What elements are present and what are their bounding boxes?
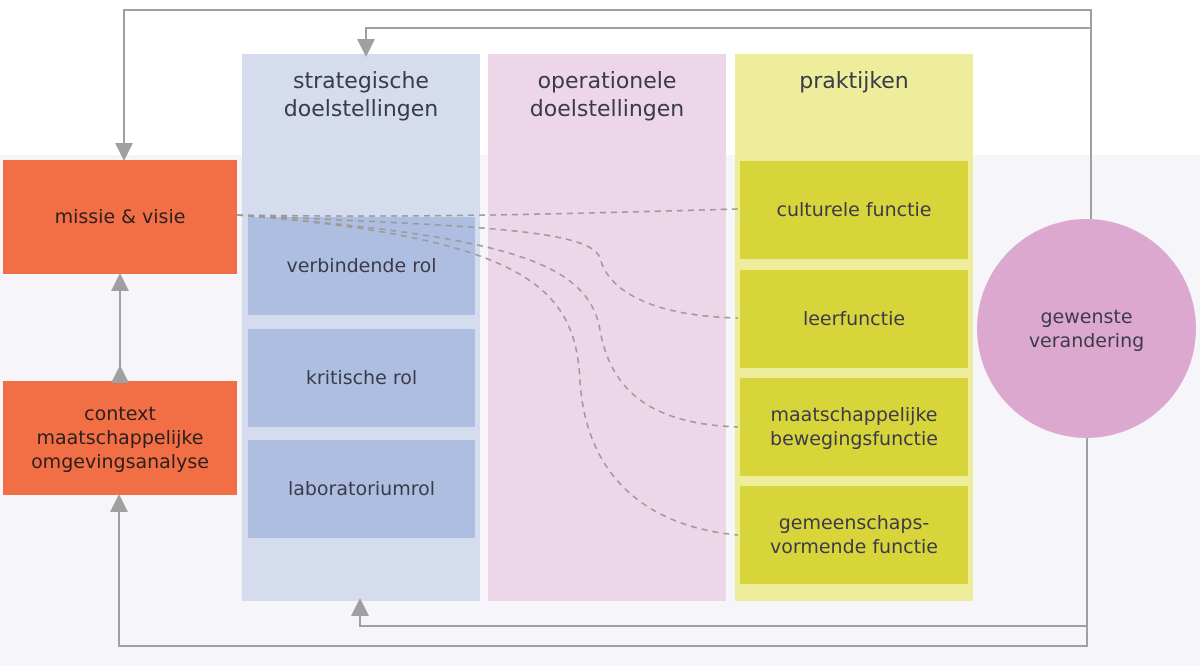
feedback-arrow-to-strategic: [357, 27, 1091, 57]
desired-change-circle: gewenste verandering: [977, 219, 1196, 438]
column-operational: operationele doelstellingen: [488, 54, 726, 601]
role-verbindende: verbindende rol: [248, 217, 475, 315]
link-mission-gemeenschaps: [236, 214, 739, 536]
column-practices-heading: praktijken: [799, 69, 909, 94]
context-box: context maatschappelijke omgevingsanalys…: [3, 381, 237, 495]
column-operational-heading: operationele doelstellingen: [529, 69, 685, 122]
link-mission-culturele: [236, 208, 739, 217]
feedback-arrow-to-context: [110, 438, 1088, 647]
link-mission-leer: [236, 214, 739, 319]
role-laboratorium: laboratoriumrol: [248, 440, 475, 538]
function-culturele: culturele functie: [740, 161, 968, 259]
function-bewegings: maatschappelijke bewegingsfunctie: [740, 378, 968, 476]
column-strategic-heading: strategische doelstellingen: [283, 69, 439, 122]
function-gemeenschaps: gemeenschaps- vormende functie: [740, 486, 968, 584]
mission-vision-box: missie & visie: [3, 160, 237, 274]
feedback-arrow-to-mission: [115, 9, 1092, 219]
role-kritische: kritische rol: [248, 329, 475, 427]
link-mission-bewegings: [236, 214, 739, 428]
feedback-arrow-to-strategic-bottom: [351, 598, 1087, 627]
function-leer: leerfunctie: [740, 270, 968, 368]
